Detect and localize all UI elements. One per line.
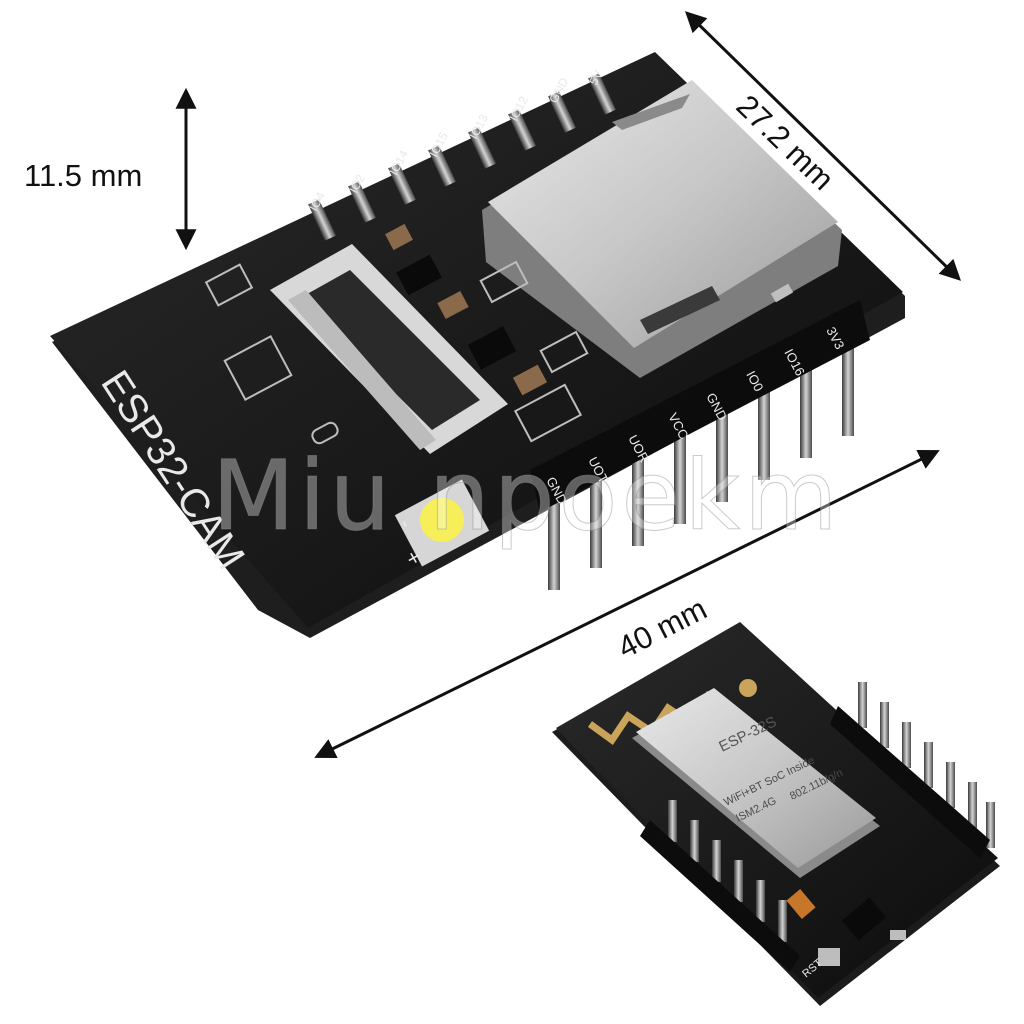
camera-fpc-connector: [270, 244, 508, 454]
width-dimension-arrow: [684, 11, 962, 281]
esp32-cam-board-back: ESP-32S WiFi+BT SoC Inside ISM2.4G 802.1…: [552, 622, 1000, 1006]
smd-component: [841, 897, 887, 941]
length-dimension-arrow: [314, 449, 940, 759]
watermark: Miu npoekm: [212, 440, 842, 553]
pin-label: 5V: [586, 68, 605, 88]
height-dimension-label: 11.5 mm: [24, 158, 143, 193]
smd-component: [786, 889, 816, 919]
smd-components: [204, 223, 589, 445]
reset-button: [818, 948, 840, 966]
ufl-connector: [739, 679, 757, 697]
smd-component: [890, 930, 906, 940]
header-pins-back-row: [308, 73, 616, 241]
